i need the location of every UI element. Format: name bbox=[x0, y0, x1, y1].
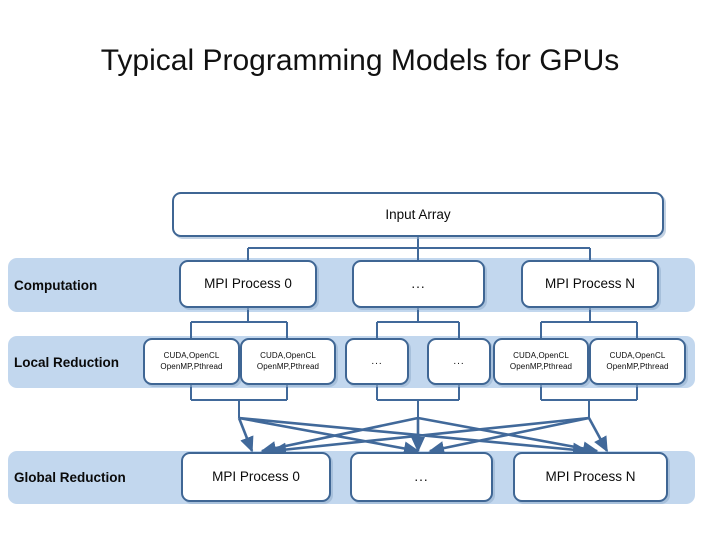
node-ellipsis-local-1[interactable]: ... bbox=[427, 338, 491, 385]
node-label: MPI Process 0 bbox=[204, 276, 292, 292]
node-label: MPI Process N bbox=[544, 276, 636, 292]
node-cuda-opencl-2[interactable]: CUDA,OpenCL OpenMP,Pthread bbox=[493, 338, 589, 385]
node-label-line1: CUDA,OpenCL bbox=[609, 350, 666, 360]
node-label: MPI Process 0 bbox=[212, 469, 300, 485]
node-cuda-opencl-0[interactable]: CUDA,OpenCL OpenMP,Pthread bbox=[143, 338, 240, 385]
node-label-line2: OpenMP,Pthread bbox=[606, 361, 669, 371]
node-ellipsis-global[interactable]: ... bbox=[350, 452, 493, 502]
node-label-line1: CUDA,OpenCL bbox=[163, 350, 220, 360]
node-label-line1: CUDA,OpenCL bbox=[260, 350, 316, 360]
node-label: CUDA,OpenCL OpenMP,Pthread bbox=[257, 351, 319, 373]
node-label-line2: OpenMP,Pthread bbox=[256, 361, 320, 371]
node-cuda-opencl-1[interactable]: CUDA,OpenCL OpenMP,Pthread bbox=[240, 338, 336, 385]
node-label: ... bbox=[371, 355, 383, 367]
node-label: MPI Process N bbox=[545, 469, 636, 485]
node-label: ... bbox=[411, 276, 426, 292]
row-label-computation: Computation bbox=[14, 278, 98, 293]
node-label: ... bbox=[414, 469, 429, 485]
node-label-line2: OpenMP,Pthread bbox=[509, 361, 573, 371]
row-label-global-reduction: Global Reduction bbox=[14, 470, 126, 485]
node-mpi-process-n-computation[interactable]: MPI Process N bbox=[521, 260, 659, 308]
node-cuda-opencl-3[interactable]: CUDA,OpenCL OpenMP,Pthread bbox=[589, 338, 686, 385]
node-label-line1: CUDA,OpenCL bbox=[513, 350, 569, 360]
node-ellipsis-local-0[interactable]: ... bbox=[345, 338, 409, 385]
node-label: CUDA,OpenCL OpenMP,Pthread bbox=[160, 351, 222, 373]
node-mpi-process-n-global[interactable]: MPI Process N bbox=[513, 452, 668, 502]
node-input-array-label: Input Array bbox=[385, 206, 451, 222]
node-mpi-process-0-computation[interactable]: MPI Process 0 bbox=[179, 260, 317, 308]
row-label-local-reduction: Local Reduction bbox=[14, 355, 120, 370]
node-label: CUDA,OpenCL OpenMP,Pthread bbox=[510, 351, 572, 373]
node-label-line2: OpenMP,Pthread bbox=[160, 361, 223, 371]
node-label: ... bbox=[453, 355, 465, 367]
node-input-array[interactable]: Input Array bbox=[172, 192, 664, 237]
node-mpi-process-0-global[interactable]: MPI Process 0 bbox=[181, 452, 331, 502]
node-ellipsis-computation[interactable]: ... bbox=[352, 260, 485, 308]
page-title: Typical Programming Models for GPUs bbox=[100, 44, 620, 77]
node-label: CUDA,OpenCL OpenMP,Pthread bbox=[606, 351, 668, 373]
